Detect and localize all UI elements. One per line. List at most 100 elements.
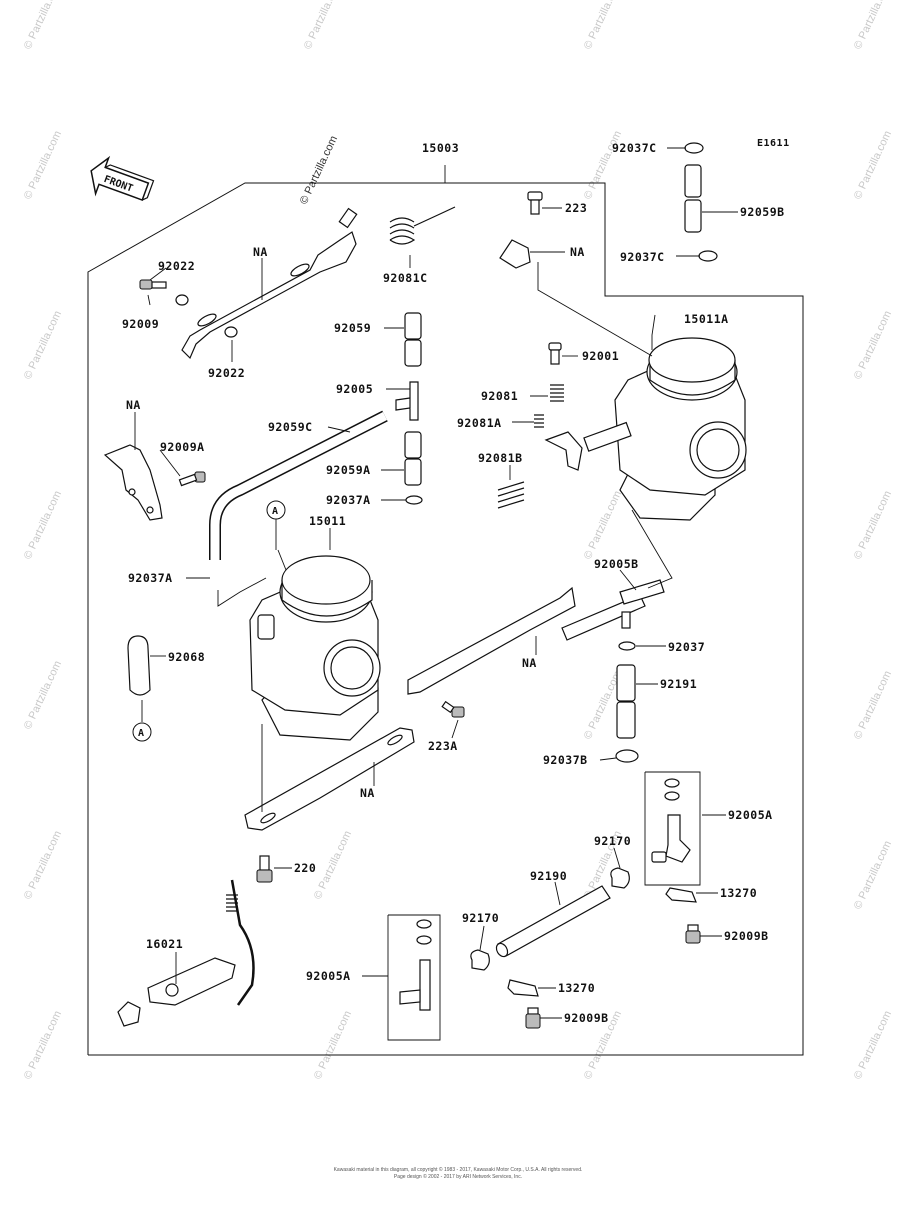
watermark-text: © Partzilla.com xyxy=(22,829,64,901)
part-label: 13270 xyxy=(558,981,595,995)
fitting-92005-icon xyxy=(395,381,419,421)
watermark-text: © Partzilla.com xyxy=(582,129,624,201)
part-label: 223 xyxy=(565,201,587,215)
watermark-text: © Partzilla.com xyxy=(22,0,64,51)
watermark-text: © Partzilla.com xyxy=(22,1009,64,1081)
part-label: 92037C xyxy=(612,141,657,155)
part-label: 92059B xyxy=(740,205,785,219)
callout-a-top: A xyxy=(266,500,286,520)
part-label: 92022 xyxy=(208,366,245,380)
part-label: 13270 xyxy=(720,886,757,900)
spring-92081a-icon xyxy=(534,414,544,428)
part-label: 92009B xyxy=(564,1011,609,1025)
plate-13270-right-icon xyxy=(665,887,697,903)
o-ring-icon xyxy=(698,250,718,262)
footer-copyright: Kawasaki material in this diagram, all c… xyxy=(334,1166,583,1173)
part-label: 92081C xyxy=(383,271,428,285)
watermark-text: © Partzilla.com xyxy=(302,0,344,51)
tube-92059b-icon xyxy=(684,164,702,233)
watermark-text: © Partzilla.com xyxy=(22,309,64,381)
front-arrow-icon: FRONT xyxy=(90,155,155,201)
fitting-92005a-left-icon xyxy=(387,914,441,1041)
part-label: NA xyxy=(570,245,585,259)
watermark-text: © Partzilla.com xyxy=(852,0,894,51)
spring-92081b-icon xyxy=(497,481,525,509)
part-label: 92009B xyxy=(724,929,769,943)
plate-13270-left-icon xyxy=(507,979,539,997)
spring-92081c-icon xyxy=(389,206,456,245)
screw-223a-icon xyxy=(441,700,465,718)
svg-text:A: A xyxy=(272,506,279,517)
footer-design-credit: Page design © 2002 - 2017 by ARI Network… xyxy=(394,1173,522,1180)
plate-lower-na-icon xyxy=(244,727,415,831)
part-label: 92005A xyxy=(728,808,773,822)
screw-92009b-left-icon xyxy=(525,1007,541,1029)
part-label: 92001 xyxy=(582,349,619,363)
assembly-label: 15003 xyxy=(422,141,459,155)
rail-na-icon xyxy=(407,586,576,695)
part-label: 92170 xyxy=(462,911,499,925)
bracket-icon xyxy=(499,239,531,269)
part-label: 92037 xyxy=(668,640,705,654)
watermark-text: © Partzilla.com xyxy=(852,129,894,201)
watermark-text: © Partzilla.com xyxy=(852,489,894,561)
watermark-layer: © Partzilla.com © Partzilla.com © Partzi… xyxy=(22,0,894,1081)
o-ring-icon xyxy=(684,142,704,154)
watermark-center-text: © Partzilla.com xyxy=(298,134,340,206)
part-label: 92190 xyxy=(530,869,567,883)
svg-text:A: A xyxy=(138,728,145,739)
watermark-text: © Partzilla.com xyxy=(582,0,624,51)
part-label: 223A xyxy=(428,739,458,753)
screw-92001-icon xyxy=(548,342,562,365)
watermark-text: © Partzilla.com xyxy=(22,489,64,561)
plate-na-icon xyxy=(181,207,358,360)
part-label: NA xyxy=(360,786,375,800)
part-label: 92005B xyxy=(594,557,639,571)
tube-92191-icon xyxy=(616,664,636,739)
part-label: 15011A xyxy=(684,312,729,326)
o-ring-icon xyxy=(405,495,423,505)
part-label: 92059C xyxy=(268,420,313,434)
watermark-text: © Partzilla.com xyxy=(22,129,64,201)
part-label: 92081 xyxy=(481,389,518,403)
part-label: 92037A xyxy=(128,571,173,585)
carburetor-15011-icon xyxy=(249,555,381,741)
washer-icon xyxy=(175,294,189,306)
watermark-text: © Partzilla.com xyxy=(312,1009,354,1081)
spring-92081-icon xyxy=(550,384,564,402)
washer-icon xyxy=(224,326,238,338)
part-label: 92068 xyxy=(168,650,205,664)
part-label: 92170 xyxy=(594,834,631,848)
part-labels: 92037C 92059B 92037C 223 NA 92081C NA 92… xyxy=(122,141,785,1025)
part-label: 92037B xyxy=(543,753,588,767)
part-label: 92009 xyxy=(122,317,159,331)
o-ring-icon xyxy=(618,641,636,651)
clip-92170-right-icon xyxy=(610,867,630,889)
part-label: 92059A xyxy=(326,463,371,477)
watermark-text: © Partzilla.com xyxy=(852,839,894,911)
carburetor-15011a-icon xyxy=(544,337,747,521)
hose-92059c-icon xyxy=(210,411,388,560)
callout-a-bottom: A xyxy=(132,722,152,742)
watermark-text: © Partzilla.com xyxy=(852,669,894,741)
watermark-text: © Partzilla.com xyxy=(22,659,64,731)
part-label: 220 xyxy=(294,861,316,875)
part-label: NA xyxy=(253,245,268,259)
leader-lines xyxy=(134,147,738,1019)
part-label: 92191 xyxy=(660,677,697,691)
bolt-92009-icon xyxy=(139,279,167,290)
part-label: 92059 xyxy=(334,321,371,335)
watermark-text: © Partzilla.com xyxy=(582,489,624,561)
part-label: 92005 xyxy=(336,382,373,396)
part-label: 92081B xyxy=(478,451,523,465)
fitting-92005a-right-icon xyxy=(644,771,701,886)
part-label: 92022 xyxy=(158,259,195,273)
part-label: 92037A xyxy=(326,493,371,507)
part-label: NA xyxy=(126,398,141,412)
bolt-220-icon xyxy=(256,855,273,883)
watermark-text: © Partzilla.com xyxy=(852,309,894,381)
watermark-text: © Partzilla.com xyxy=(312,829,354,901)
fitting-92005b-icon xyxy=(561,579,665,641)
